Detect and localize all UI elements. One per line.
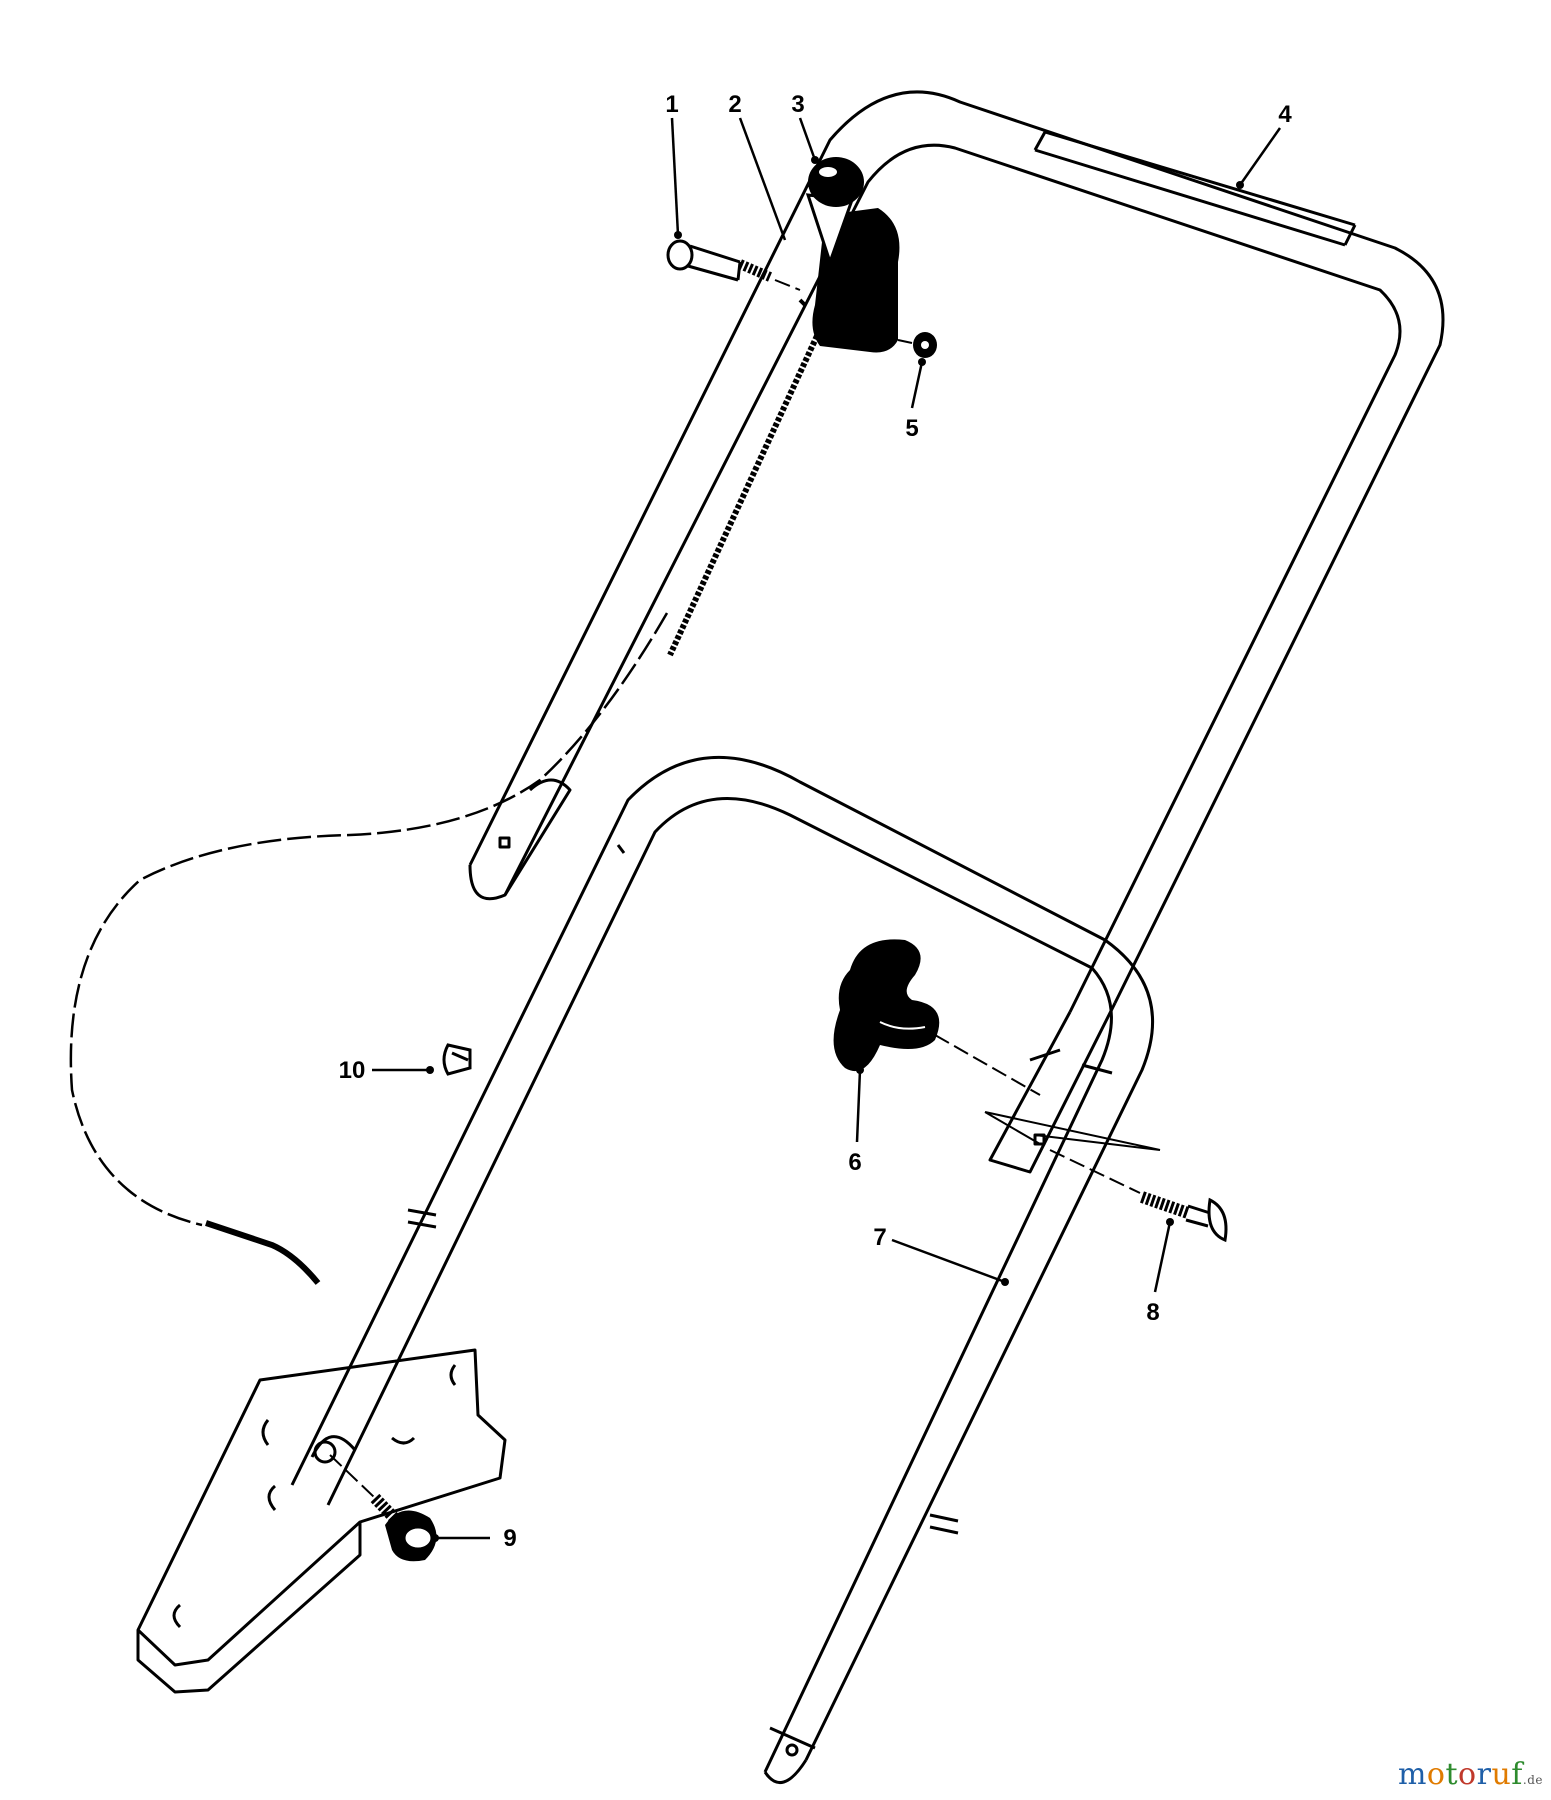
leader-3-tip bbox=[811, 156, 819, 164]
lower-handle-pin-right bbox=[929, 1513, 959, 1535]
lower-handle bbox=[290, 756, 1155, 1784]
handle-knob bbox=[833, 939, 940, 1072]
part-label-5: 5 bbox=[905, 415, 918, 442]
watermark-letter-4: o bbox=[1458, 1757, 1477, 1792]
part-label-10: 10 bbox=[339, 1057, 366, 1084]
carriage-bolt bbox=[1140, 1191, 1228, 1243]
cable-lower-fitting bbox=[205, 1220, 321, 1285]
watermark-letter-2: o bbox=[1426, 1757, 1446, 1792]
watermark-logo: motoruf.de bbox=[1398, 1760, 1543, 1790]
leader-6 bbox=[855, 1069, 862, 1143]
watermark-letter-1: m bbox=[1397, 1757, 1427, 1792]
bolt-8-alignment bbox=[1049, 1149, 1141, 1194]
lower-handle-bottom-end bbox=[763, 1759, 808, 1784]
bracket-slot-1 bbox=[261, 1419, 270, 1446]
bolt-1-alignment bbox=[774, 279, 801, 291]
part-label-3: 3 bbox=[791, 91, 804, 118]
lever-knob-highlight bbox=[819, 167, 837, 177]
upper-handle-outer-line bbox=[468, 90, 1445, 1004]
bracket-slot-2 bbox=[267, 1484, 277, 1511]
part-label-2: 2 bbox=[728, 91, 741, 118]
upper-handle-grip-top bbox=[1044, 130, 1356, 227]
leader-4-tip bbox=[1236, 181, 1244, 189]
upper-handle-square-hole bbox=[498, 836, 511, 849]
part-label-7: 7 bbox=[873, 1224, 886, 1251]
leader-4 bbox=[1238, 127, 1282, 186]
bracket-slot-5 bbox=[391, 1436, 416, 1445]
handle-bolt-shank bbox=[687, 244, 742, 282]
leader-7 bbox=[891, 1238, 1006, 1284]
control-lever-assembly bbox=[798, 157, 937, 358]
leader-2 bbox=[738, 117, 787, 241]
leader-1-tip bbox=[674, 231, 682, 239]
carriage-bolt-head bbox=[1207, 1197, 1228, 1243]
upper-handle-bracket-tab bbox=[1029, 1048, 1113, 1075]
nut-5-alignment bbox=[897, 339, 913, 344]
handle-knob-highlight bbox=[879, 1021, 926, 1030]
lower-handle-knob-pin bbox=[407, 1208, 437, 1229]
part-label-6: 6 bbox=[848, 1149, 861, 1176]
upper-handle-grip-end bbox=[1033, 131, 1357, 246]
leader-5-tip bbox=[918, 358, 926, 366]
leader-lines bbox=[372, 117, 1282, 1540]
carriage-bolt-thread bbox=[1140, 1191, 1190, 1219]
alignment-lines bbox=[329, 279, 1141, 1499]
lever-knob-cap bbox=[808, 157, 864, 207]
leader-1 bbox=[670, 117, 680, 236]
control-cable bbox=[69, 612, 669, 1227]
bracket-slot-3 bbox=[172, 1603, 182, 1629]
bolt-9-alignment bbox=[329, 1454, 376, 1499]
bracket-cross-lines bbox=[984, 1111, 1161, 1151]
leader-6-tip bbox=[856, 1066, 864, 1074]
watermark-letter-3: t bbox=[1445, 1757, 1459, 1792]
leader-10-tip bbox=[426, 1066, 434, 1074]
bracket-pivot-hole bbox=[313, 1440, 337, 1464]
upper-handle-grip-bottom bbox=[1034, 148, 1346, 247]
pivot-bolt bbox=[370, 1493, 437, 1562]
lever-pin-dot bbox=[798, 298, 807, 307]
cable-clip-lip bbox=[451, 1051, 469, 1062]
knob-6-alignment bbox=[934, 1034, 1041, 1096]
watermark-letter-5: r bbox=[1476, 1757, 1492, 1792]
handle-bolt bbox=[666, 239, 772, 282]
upper-handle-left-flat bbox=[468, 778, 572, 901]
lower-handle-bottom-flat bbox=[769, 1726, 816, 1750]
mounting-bracket bbox=[136, 1348, 507, 1694]
upper-handle bbox=[468, 90, 1445, 1174]
leader-arrowheads bbox=[426, 156, 1244, 1542]
part-label-4: 4 bbox=[1278, 101, 1292, 128]
leader-7-tip bbox=[1001, 1278, 1009, 1286]
part-labels: 1 2 3 4 5 6 7 8 9 10 bbox=[339, 91, 1293, 1552]
leader-8 bbox=[1153, 1221, 1172, 1293]
bracket-slot-4 bbox=[449, 1364, 457, 1386]
lever-nut-hole bbox=[921, 341, 929, 349]
upper-handle-right-flat bbox=[988, 1002, 1117, 1174]
leader-9-tip bbox=[431, 1534, 439, 1542]
leader-5 bbox=[910, 361, 924, 409]
lower-handle-tick bbox=[616, 844, 626, 854]
pivot-bolt-head bbox=[402, 1525, 434, 1551]
part-label-1: 1 bbox=[665, 91, 678, 118]
watermark-letter-6: u bbox=[1491, 1757, 1512, 1792]
lower-handle-bottom-hole bbox=[785, 1743, 799, 1757]
lower-handle-outer-line bbox=[290, 756, 1155, 1761]
part-label-8: 8 bbox=[1146, 1299, 1159, 1326]
upper-handle-inner-line bbox=[503, 143, 1402, 1013]
bracket-plate bbox=[136, 1348, 507, 1667]
watermark-letter-7: f bbox=[1511, 1757, 1523, 1792]
handle-bolt-head bbox=[666, 239, 694, 271]
watermark-domain-suffix: .de bbox=[1522, 1773, 1543, 1787]
carriage-bolt-shank bbox=[1185, 1204, 1211, 1228]
bracket-flange bbox=[136, 1522, 362, 1694]
lower-handle-inner-line bbox=[326, 797, 1113, 1773]
cable-upper-sheath bbox=[667, 323, 825, 657]
handle-bolt-thread bbox=[738, 259, 772, 282]
leader-8-tip bbox=[1166, 1218, 1174, 1226]
leader-3 bbox=[798, 117, 817, 161]
part-label-9: 9 bbox=[503, 1525, 516, 1552]
cable-clip-shape bbox=[442, 1043, 472, 1076]
handle-knob-body bbox=[833, 939, 940, 1072]
cable-clip bbox=[442, 1043, 472, 1076]
